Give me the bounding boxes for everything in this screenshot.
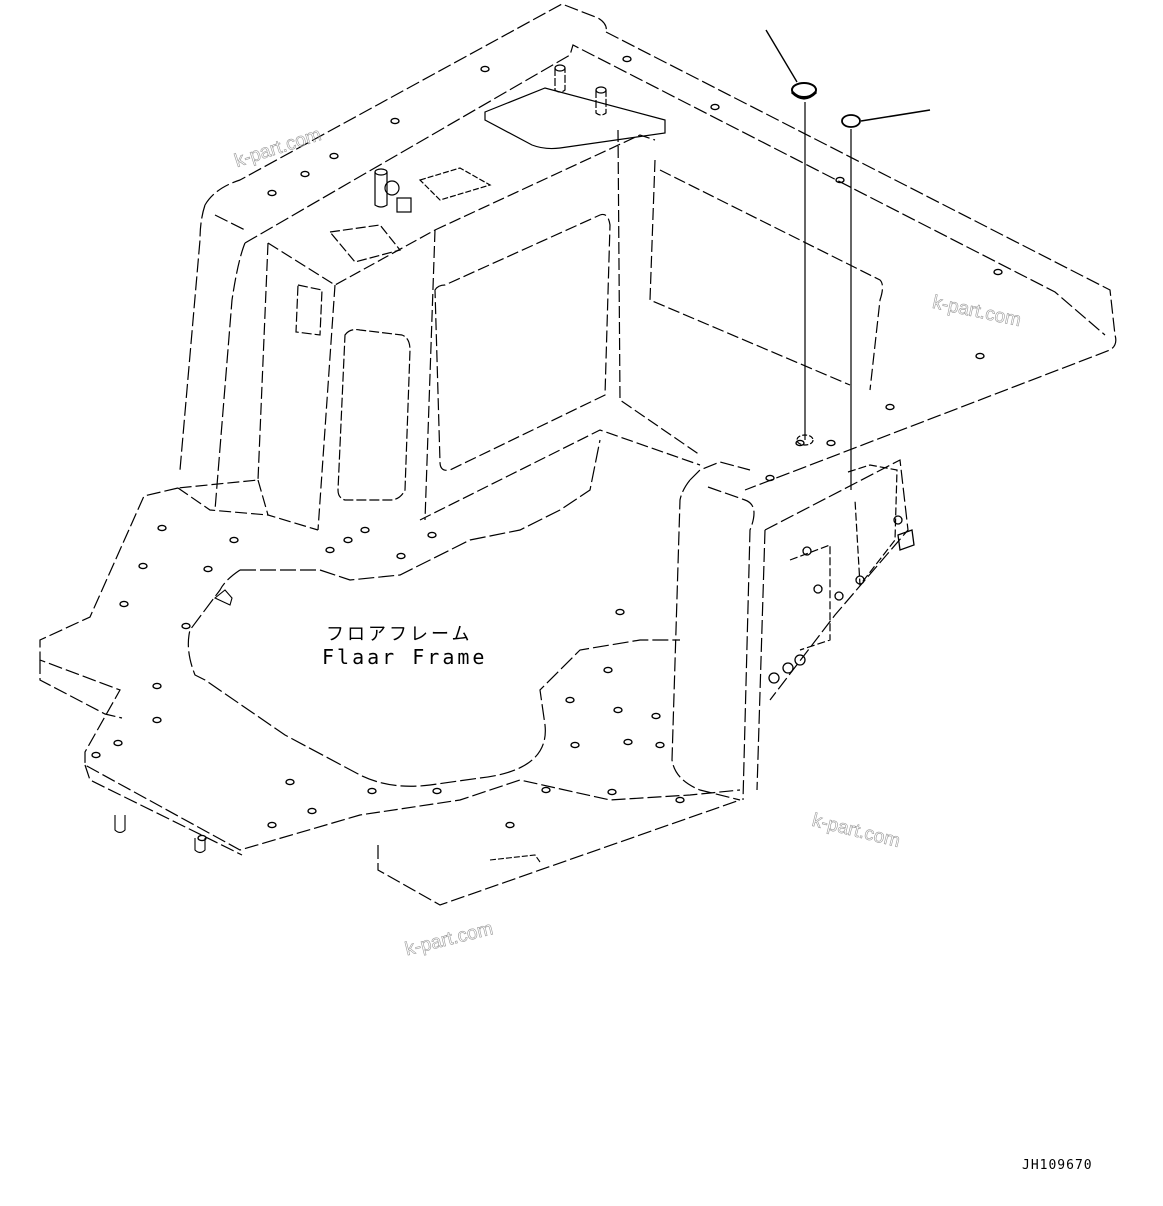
right-tower — [671, 459, 909, 801]
left-tower-panel — [295, 224, 411, 501]
part-label-japanese: フロアフレーム — [326, 624, 473, 645]
top-mount-plate — [418, 87, 666, 201]
locator-pins — [374, 64, 607, 213]
right-tower-bosses — [768, 515, 915, 684]
drawing-id: JH109670 — [1022, 1158, 1093, 1173]
floor-underside — [114, 589, 541, 863]
inner-back-wall — [419, 129, 884, 521]
floor-bolt-holes — [91, 524, 685, 842]
part-label-english: Flaar Frame — [322, 645, 488, 669]
cap-large-callout — [765, 29, 818, 446]
beam-bolt-holes — [267, 55, 1003, 482]
rear-top-beam — [179, 3, 1117, 511]
right-tower-panel — [789, 464, 898, 651]
left-tower — [177, 229, 436, 531]
floor-opening — [187, 439, 680, 787]
cap-small-callout — [841, 109, 931, 490]
floor-plate — [39, 487, 741, 906]
